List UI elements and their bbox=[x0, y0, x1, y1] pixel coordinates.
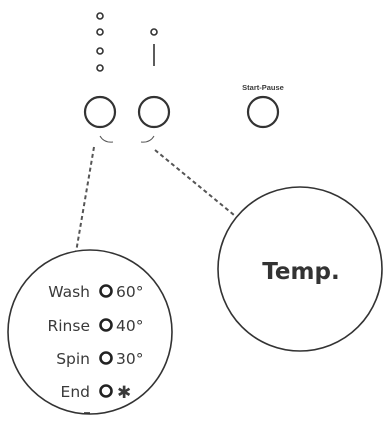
start-pause-button[interactable] bbox=[246, 95, 280, 129]
program-indicator-light bbox=[96, 28, 104, 36]
program-leader-line bbox=[74, 146, 95, 259]
ring-indicator-icon bbox=[99, 318, 113, 332]
snowflake-icon: ✱ bbox=[117, 383, 131, 403]
temp-leader-line bbox=[154, 149, 235, 216]
start-pause-label: Start-Pause bbox=[242, 83, 284, 92]
temp-button[interactable] bbox=[137, 95, 171, 129]
program-callout-circle bbox=[7, 249, 173, 415]
temp-indicator-light bbox=[150, 28, 158, 36]
program-indicator-light bbox=[96, 12, 104, 20]
program-row-rinse: Rinse 40° bbox=[47, 317, 143, 335]
temp-button-hook bbox=[140, 135, 155, 143]
row-label-end: End bbox=[61, 383, 90, 401]
program-indicator-light bbox=[96, 64, 104, 72]
program-indicator-light bbox=[96, 47, 104, 55]
program-row-wash: Wash 60° bbox=[48, 283, 143, 301]
row-label-wash: Wash bbox=[48, 283, 90, 301]
ring-indicator-icon bbox=[99, 284, 113, 298]
row-value-wash: 60° bbox=[116, 283, 143, 301]
program-row-spin: Spin 30° bbox=[56, 350, 143, 368]
ring-indicator-icon bbox=[99, 384, 113, 398]
row-value-spin: 30° bbox=[116, 350, 143, 368]
program-indicator-lights bbox=[96, 12, 104, 72]
temp-indicator bbox=[150, 28, 158, 66]
program-button[interactable] bbox=[83, 95, 117, 129]
temp-callout-label: Temp. bbox=[262, 259, 339, 285]
program-button-hook bbox=[99, 135, 114, 143]
ring-indicator-icon bbox=[99, 351, 113, 365]
temp-callout-circle bbox=[217, 186, 383, 352]
row-label-spin: Spin bbox=[56, 350, 90, 368]
program-row-end: End ✱ bbox=[61, 383, 132, 403]
row-value-rinse: 40° bbox=[116, 317, 143, 335]
row-label-rinse: Rinse bbox=[47, 317, 90, 335]
